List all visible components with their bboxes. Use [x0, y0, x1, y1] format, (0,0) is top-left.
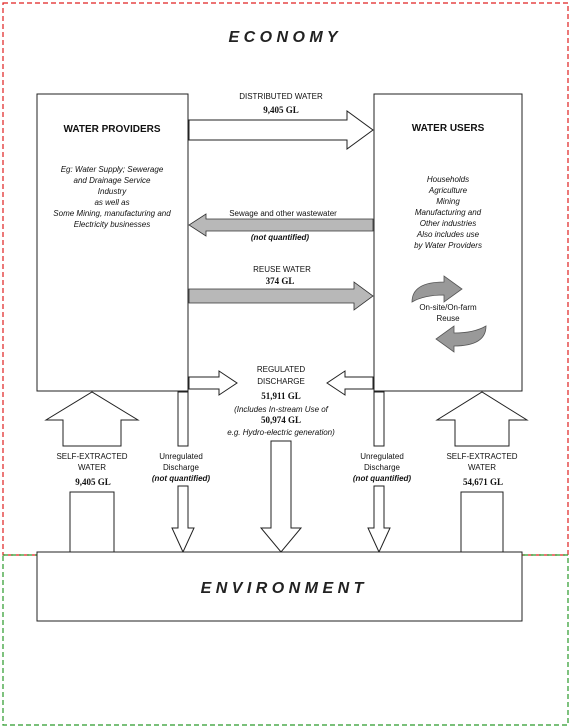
unregulated-left-label-2: Discharge	[163, 463, 200, 472]
water-users-desc-4: Manufacturing and	[415, 208, 482, 217]
regulated-value: 51,911 GL	[261, 391, 301, 401]
water-providers-desc-6: Electricity businesses	[74, 220, 150, 229]
self-extracted-right-value: 54,671 GL	[463, 477, 503, 487]
sewage-arrow	[188, 213, 374, 237]
water-users-desc-7: by Water Providers	[414, 241, 482, 250]
unregulated-right-down-arrow	[367, 485, 391, 554]
self-extracted-right-label-2: WATER	[468, 463, 496, 472]
economy-boundary	[2, 2, 569, 556]
unregulated-left-arrow	[177, 391, 189, 447]
water-providers-desc-1: Eg: Water Supply; Sewerage	[61, 165, 164, 174]
water-providers-desc-4: as well as	[94, 198, 129, 207]
water-providers-box: WATER PROVIDERS Eg: Water Supply; Sewera…	[36, 93, 189, 392]
regulated-label-1: REGULATED	[257, 365, 306, 374]
unregulated-left-down-arrow	[171, 485, 195, 554]
water-users-desc-5: Other industries	[420, 219, 476, 228]
environment-box	[36, 551, 523, 622]
sewage-note: (not quantified)	[251, 233, 310, 242]
water-users-box: WATER USERS Households Agriculture Minin…	[373, 93, 523, 392]
self-extracted-right-label-1: SELF-EXTRACTED	[446, 452, 517, 461]
sewage-label: Sewage and other wastewater	[229, 209, 337, 218]
regulated-down-arrow	[259, 440, 303, 553]
water-users-title: WATER USERS	[412, 123, 485, 134]
water-providers-desc-5: Some Mining, manufacturing and	[53, 209, 171, 218]
water-users-desc-1: Households	[427, 175, 469, 184]
water-providers-desc-3: Industry	[98, 187, 127, 196]
self-extracted-left-up-arrow	[44, 391, 140, 447]
water-users-desc-6: Also includes use	[416, 230, 480, 239]
unregulated-right-note: (not quantified)	[353, 474, 412, 483]
economy-label: E C O N O M Y	[228, 29, 338, 46]
water-users-desc-3: Mining	[436, 197, 460, 206]
self-extracted-left-value: 9,405 GL	[75, 477, 111, 487]
reuse-label-2: Reuse	[436, 314, 460, 323]
unregulated-left-note: (not quantified)	[152, 474, 211, 483]
reuse-label-1: On-site/On-farm	[419, 303, 477, 312]
environment-label: E N V I R O N M E N T	[201, 580, 365, 597]
reuse-water-label: REUSE WATER	[253, 265, 311, 274]
regulated-note-1: (Includes In-stream Use of	[234, 405, 329, 414]
regulated-right-arrow	[326, 370, 374, 396]
reuse-cycle-icon	[411, 275, 487, 353]
self-extracted-left-stem	[69, 491, 115, 553]
unregulated-right-arrow	[373, 391, 385, 447]
distributed-water-arrow	[188, 110, 374, 150]
reuse-water-value: 374 GL	[266, 276, 295, 286]
water-providers-desc-2: and Drainage Service	[74, 176, 151, 185]
reuse-water-arrow	[188, 281, 374, 311]
distributed-water-value: 9,405 GL	[263, 105, 299, 115]
unregulated-right-label-2: Discharge	[364, 463, 401, 472]
regulated-note-2: 50,974 GL	[261, 415, 301, 425]
unregulated-right-label-1: Unregulated	[360, 452, 404, 461]
self-extracted-right-up-arrow	[435, 391, 529, 447]
regulated-note-3: e.g. Hydro-electric generation)	[227, 428, 335, 437]
distributed-water-label: DISTRIBUTED WATER	[239, 92, 323, 101]
self-extracted-right-stem	[460, 491, 504, 553]
regulated-left-arrow	[188, 370, 238, 396]
water-providers-title: WATER PROVIDERS	[63, 124, 160, 135]
self-extracted-left-label-2: WATER	[78, 463, 106, 472]
self-extracted-left-label-1: SELF-EXTRACTED	[56, 452, 127, 461]
unregulated-left-label-1: Unregulated	[159, 452, 203, 461]
water-users-desc-2: Agriculture	[428, 186, 468, 195]
regulated-label-2: DISCHARGE	[257, 377, 305, 386]
